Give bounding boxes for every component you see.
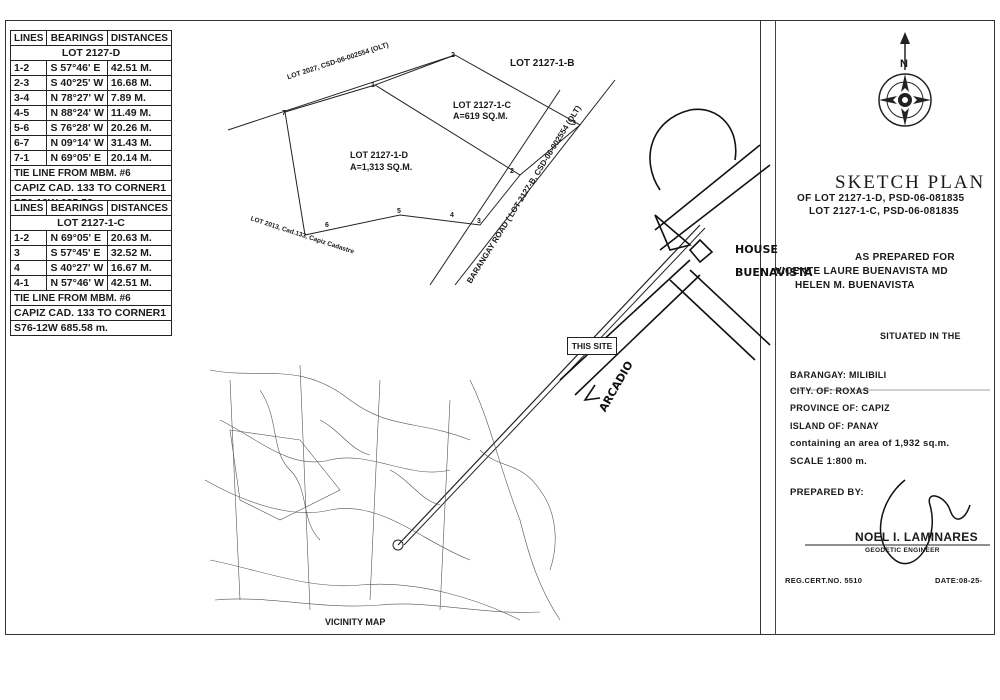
tie-line-text: S76-12W 685.58 m. <box>10 320 172 336</box>
corner-number: 1 <box>371 82 375 89</box>
hand-diamond <box>688 238 714 264</box>
col-header-lines: LINES <box>9 30 48 46</box>
tie-line-2 <box>403 227 706 546</box>
compass-rose-icon <box>878 32 932 127</box>
prepared-by-label: PREPARED BY: <box>790 487 864 498</box>
corner-number: 6 <box>325 222 329 229</box>
hand-mark <box>654 214 692 251</box>
vicinity-map-texture <box>204 364 561 621</box>
bearing-cell: S 40°27' W <box>46 260 108 276</box>
lot-2127-1d-area: A=1,313 SQ.M. <box>350 162 413 172</box>
bearing-cell: N 88°24' W <box>46 105 108 121</box>
line-cell: 4-5 <box>9 105 48 121</box>
this-site-label: THIS SITE <box>567 337 617 355</box>
bearings-table-lot-2127-1-c: LINES BEARINGS DISTANCES LOT 2127-1-C 1-… <box>9 200 173 336</box>
handwritten-buenavista: BUENAVISTA <box>735 266 813 279</box>
title-block-divider <box>760 20 761 635</box>
corner-number: 3 <box>572 120 576 127</box>
corner-number: 4 <box>450 212 454 219</box>
bearing-cell: S 57°46' E <box>46 60 108 76</box>
bearing-cell: N 69°05' E <box>46 150 108 166</box>
bearing-cell: N 69°05' E <box>46 230 108 246</box>
corner-number: 5 <box>397 208 401 215</box>
of-lot-line-2: LOT 2127-1-C, PSD-06-081835 <box>809 206 959 217</box>
engineer-name: NOEL I. LAMINARES <box>855 530 978 544</box>
lot-2127-1c-area: A=619 SQ.M. <box>453 111 508 121</box>
lot-2127-1c-label: LOT 2127-1-C <box>453 100 512 110</box>
bearing-cell: S 76°28' W <box>46 120 108 136</box>
hand-curve <box>649 108 737 191</box>
common-boundary <box>374 54 456 86</box>
distance-cell: 16.68 M. <box>106 75 173 91</box>
line-cell: 5-6 <box>9 120 48 136</box>
hand-road-line <box>559 259 701 396</box>
lot-2127-1d-label: LOT 2127-1-D <box>350 150 409 160</box>
of-lot-line-1: OF LOT 2127-1-D, PSD-06-081835 <box>797 193 965 204</box>
line-cell: 4-1 <box>9 275 48 291</box>
title-block-divider-inner <box>775 20 776 635</box>
engineer-signature <box>879 479 971 565</box>
line-cell: 3-4 <box>9 90 48 106</box>
corner-number: 3 <box>477 218 481 225</box>
scale-label: SCALE 1:800 m. <box>790 456 868 467</box>
prepared-for-label: AS PREPARED FOR <box>855 252 955 263</box>
hand-road-line <box>669 269 771 361</box>
bearing-cell: S 57°45' E <box>46 245 108 261</box>
distance-cell: 42.51 M. <box>106 60 173 76</box>
lot-boundaries <box>227 54 706 551</box>
city-label: CITY. OF: ROXAS <box>790 386 870 396</box>
tie-line <box>397 224 701 546</box>
road-edge-left <box>429 89 561 286</box>
sheet-border <box>5 20 995 635</box>
hand-road-line <box>654 144 771 251</box>
bearing-cell: N 09°14' W <box>46 135 108 151</box>
north-label: N <box>900 58 909 70</box>
date-label: DATE:08-25- <box>935 576 983 585</box>
site-marker <box>392 539 404 551</box>
road-edge-right <box>454 79 616 286</box>
province-label: PROVINCE OF: CAPIZ <box>790 403 890 413</box>
corner-number: 2 <box>510 168 514 175</box>
owner-name-1: VICENTE LAURE BUENAVISTA MD <box>775 266 948 277</box>
area-label: containing an area of 1,932 sq.m. <box>790 438 950 449</box>
hand-arrow <box>583 384 601 402</box>
distance-cell: 20.14 M. <box>106 150 173 166</box>
tie-line-text: CAPIZ CAD. 133 TO CORNER1 <box>10 180 172 196</box>
bearing-cell: N 57°46' W <box>46 275 108 291</box>
barangay-label: BARANGAY: MILIBILI <box>790 370 887 380</box>
bearing-cell: N 78°27' W <box>46 90 108 106</box>
reg-cert-label: REG.CERT.NO. 5510 <box>785 576 863 585</box>
table-title: LOT 2127-1-C <box>10 215 172 231</box>
vicinity-map-label: VICINITY MAP <box>325 617 386 627</box>
handwritten-sketch <box>559 108 771 402</box>
sketch-plan-title: SKETCH PLAN <box>835 172 986 193</box>
line-cell: 2-3 <box>9 75 48 91</box>
distance-cell: 31.43 M. <box>106 135 173 151</box>
corner-number: 7 <box>282 110 286 117</box>
lot-2127-1-d-boundary <box>284 111 521 236</box>
handwritten-house: HOUSE <box>735 243 778 256</box>
situated-label: SITUATED IN THE <box>880 331 961 341</box>
corner-number: 2 <box>451 52 455 59</box>
engineer-title: GEODETIC ENGINEER <box>865 547 940 554</box>
distance-cell: 7.89 M. <box>106 90 173 106</box>
island-label: ISLAND OF: PANAY <box>790 421 879 431</box>
owner-name-2: HELEN M. BUENAVISTA <box>795 280 915 291</box>
lot-line <box>284 84 376 113</box>
lot-2127-1b-label: LOT 2127-1-B <box>510 58 575 69</box>
